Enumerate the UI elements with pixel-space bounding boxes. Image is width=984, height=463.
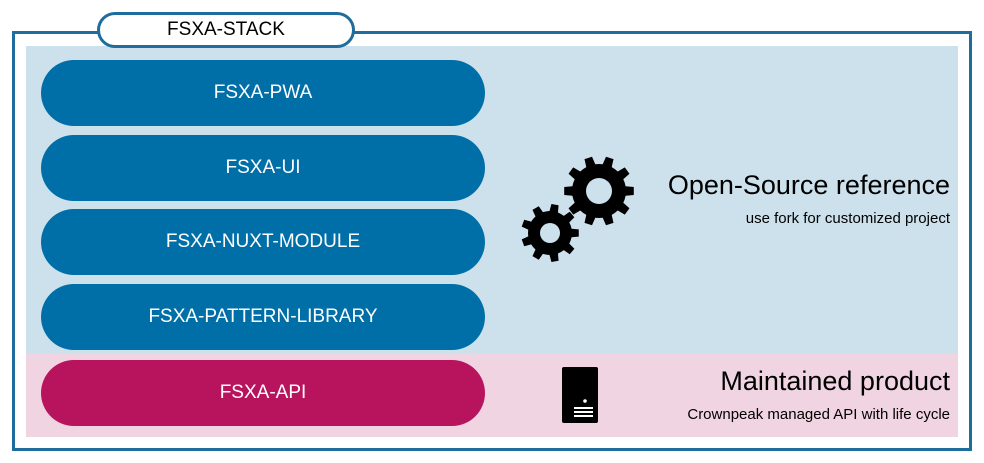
- layer-fsxa-pattern-library: FSXA-PATTERN-LIBRARY: [41, 284, 485, 350]
- gears-icon: [521, 156, 634, 262]
- layer-fsxa-ui: FSXA-UI: [41, 135, 485, 201]
- open-source-subtitle: use fork for customized project: [745, 210, 950, 227]
- maintained-subtitle: Crownpeak managed API with life cycle: [687, 406, 950, 423]
- server-icon: [562, 367, 598, 423]
- gear-large-hole: [586, 178, 612, 204]
- layer-fsxa-nuxt-module: FSXA-NUXT-MODULE: [41, 209, 485, 275]
- open-source-title: Open-Source reference: [667, 170, 950, 200]
- maintained-title: Maintained product: [720, 366, 950, 396]
- stack-label: FSXA-STACK: [97, 12, 355, 48]
- layer-fsxa-pwa: FSXA-PWA: [41, 60, 485, 126]
- gear-small-hole: [540, 223, 560, 243]
- layer-fsxa-api: FSXA-API: [41, 360, 485, 426]
